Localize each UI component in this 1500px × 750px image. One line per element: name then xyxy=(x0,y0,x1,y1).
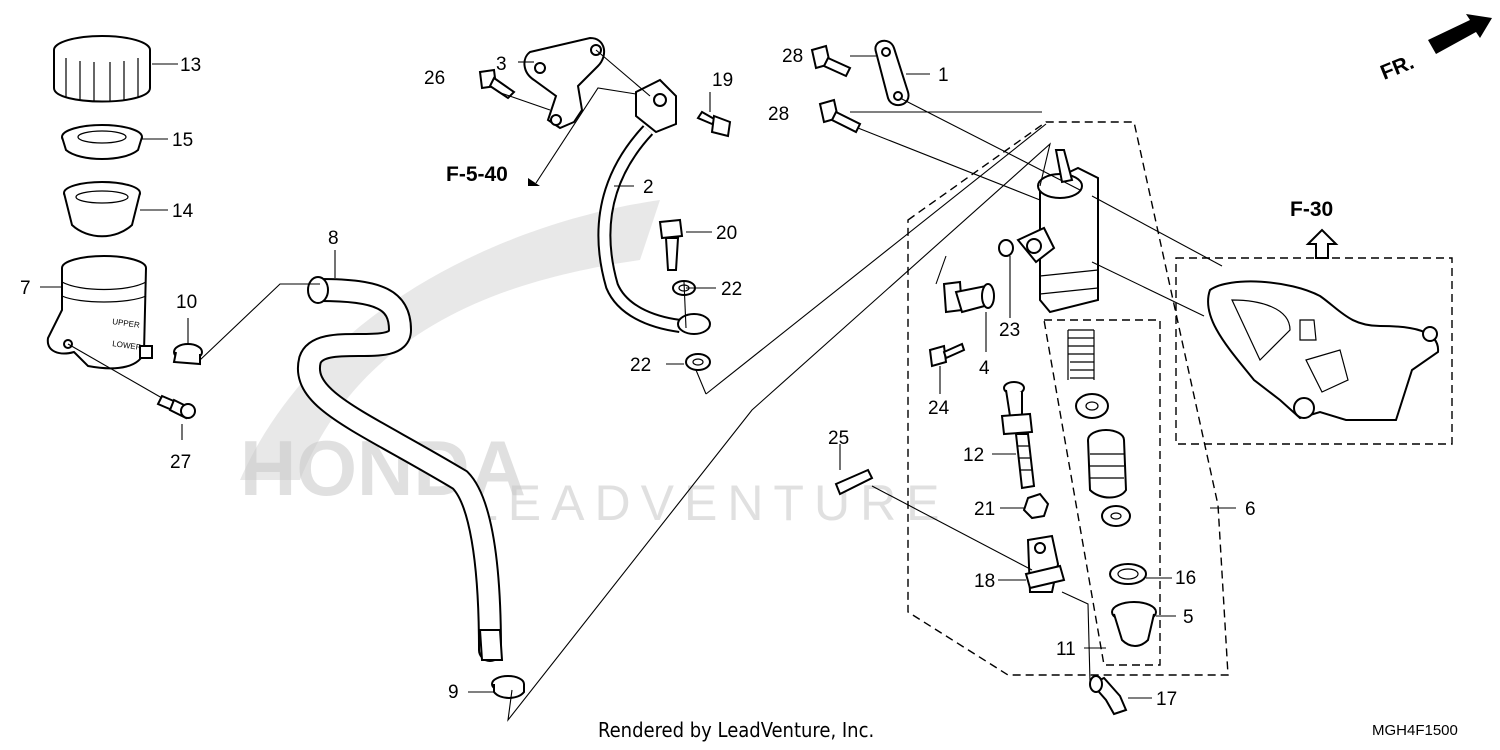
footer-credit: Rendered by LeadVenture, Inc. xyxy=(598,718,875,742)
piston[interactable] xyxy=(1087,429,1128,499)
diaphragm-plate[interactable] xyxy=(61,124,143,160)
joint-plate[interactable] xyxy=(874,39,910,107)
diaphragm[interactable] xyxy=(63,181,141,238)
reservoir-bolt[interactable] xyxy=(156,394,196,420)
callout-5[interactable]: 5 xyxy=(1183,607,1194,628)
diagram-code: MGH4F1500 xyxy=(1372,722,1458,739)
watermark-leadventure: LEADVENTURE xyxy=(470,475,950,531)
sealing-washer-lower[interactable] xyxy=(685,353,711,371)
spring[interactable] xyxy=(1067,329,1095,380)
brake-hose-bolt[interactable] xyxy=(696,110,732,138)
front-arrow-icon: FR. xyxy=(1377,14,1492,85)
reference-f-30-label[interactable]: F-30 xyxy=(1290,198,1333,221)
callout-28-lower[interactable]: 28 xyxy=(768,104,789,125)
primary-cup[interactable] xyxy=(1101,505,1131,527)
callout-10[interactable]: 10 xyxy=(176,292,197,313)
callout-14[interactable]: 14 xyxy=(172,201,194,222)
callout-27[interactable]: 27 xyxy=(170,452,191,473)
callout-6[interactable]: 6 xyxy=(1245,499,1256,520)
callout-13[interactable]: 13 xyxy=(180,55,201,76)
cotter-pin[interactable] xyxy=(834,468,874,496)
reference-f-5-40[interactable]: F-5-40 xyxy=(446,87,637,186)
o-ring[interactable] xyxy=(998,239,1014,257)
callout-4[interactable]: 4 xyxy=(979,358,990,379)
callout-23[interactable]: 23 xyxy=(999,320,1020,341)
callout-8[interactable]: 8 xyxy=(328,228,339,249)
master-cylinder-bolt-upper[interactable] xyxy=(810,44,852,78)
reference-f-5-40-label[interactable]: F-5-40 xyxy=(446,163,508,186)
hanger-bracket[interactable] xyxy=(1207,280,1440,421)
bracket-bolt[interactable] xyxy=(478,68,516,100)
joint-nut[interactable] xyxy=(1022,492,1050,520)
assembly-outline xyxy=(907,121,1229,676)
callout-1[interactable]: 1 xyxy=(938,65,949,86)
rod-joint[interactable] xyxy=(1024,534,1066,593)
callout-20[interactable]: 20 xyxy=(716,223,737,244)
callout-15[interactable]: 15 xyxy=(172,130,193,151)
hose-joint[interactable] xyxy=(942,280,995,314)
oil-bolt[interactable] xyxy=(658,218,684,271)
joint-screw[interactable] xyxy=(928,342,966,368)
callout-24[interactable]: 24 xyxy=(928,398,950,419)
callout-11[interactable]: 11 xyxy=(1056,639,1076,660)
leader-lines xyxy=(40,49,1236,722)
callout-18[interactable]: 18 xyxy=(974,571,995,592)
reservoir-cap[interactable] xyxy=(53,35,151,103)
callout-17[interactable]: 17 xyxy=(1156,689,1177,710)
callout-7[interactable]: 7 xyxy=(20,278,31,299)
callout-19[interactable]: 19 xyxy=(712,70,733,91)
callout-16[interactable]: 16 xyxy=(1175,568,1196,589)
rubber-boot[interactable] xyxy=(1111,601,1157,647)
callout-22-upper[interactable]: 22 xyxy=(721,279,742,300)
reservoir[interactable]: UPPER LOWER xyxy=(46,255,153,370)
callout-3[interactable]: 3 xyxy=(496,54,507,75)
callout-28-upper[interactable]: 28 xyxy=(782,46,803,67)
piston-set-outline xyxy=(1043,319,1161,666)
lower-mark: LOWER xyxy=(112,339,143,352)
callouts: 1 2 3 4 5 6 7 8 9 10 11 12 13 14 15 16 1… xyxy=(20,46,1256,710)
circlip[interactable] xyxy=(1109,563,1147,585)
callout-21[interactable]: 21 xyxy=(974,499,995,520)
secondary-cup[interactable] xyxy=(1075,393,1109,419)
callout-12[interactable]: 12 xyxy=(963,445,984,466)
hose-bracket[interactable] xyxy=(523,36,606,130)
hose-clip-lower[interactable] xyxy=(491,675,525,699)
hose-clip-upper[interactable] xyxy=(172,343,203,366)
push-rod[interactable] xyxy=(1000,381,1036,490)
callout-9[interactable]: 9 xyxy=(448,682,459,703)
front-label: FR. xyxy=(1377,51,1417,85)
hanger-bracket-box xyxy=(1175,257,1453,445)
callout-2[interactable]: 2 xyxy=(643,177,654,198)
callout-26[interactable]: 26 xyxy=(424,68,445,89)
callout-22-lower[interactable]: 22 xyxy=(630,355,651,376)
up-arrow-icon xyxy=(1305,228,1339,259)
joint-pin[interactable] xyxy=(1089,675,1128,716)
callout-25[interactable]: 25 xyxy=(828,428,849,449)
master-cylinder-bolt-lower[interactable] xyxy=(818,98,862,134)
upper-mark: UPPER xyxy=(112,317,141,330)
reservoir-hose[interactable] xyxy=(296,276,504,662)
master-cylinder-body[interactable] xyxy=(1016,149,1099,314)
